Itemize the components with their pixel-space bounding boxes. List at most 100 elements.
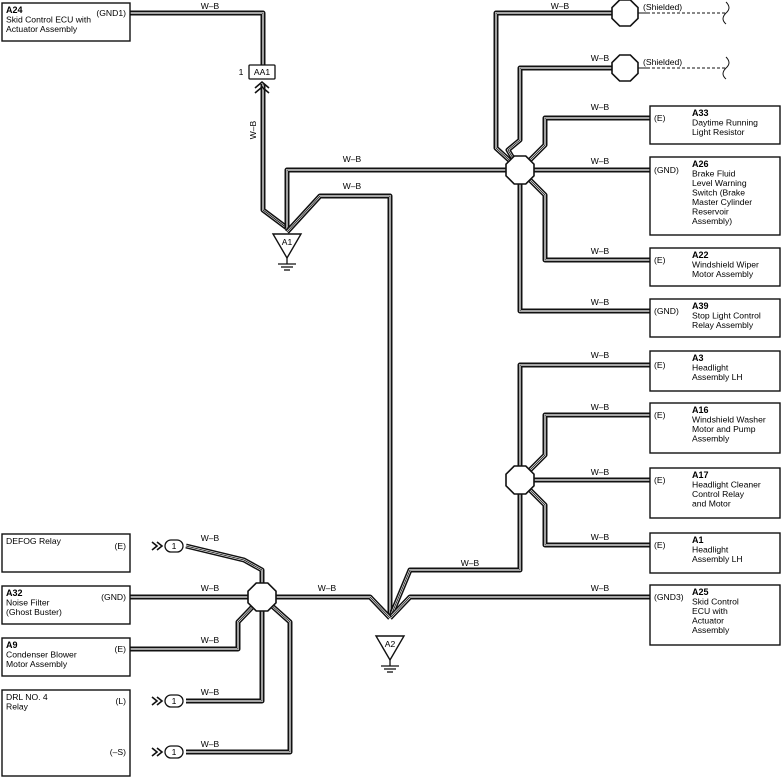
shield-junction [611, 0, 639, 27]
component-name: and Motor [692, 499, 731, 509]
component-name: Motor and Pump [692, 424, 756, 434]
wire-j1-shield-mid [505, 65, 612, 172]
component-name: Motor Assembly [6, 659, 68, 669]
component-code: A22 [692, 250, 709, 260]
component-name: Light Resistor [692, 127, 745, 137]
component-name: Reservoir [692, 207, 729, 217]
component-name: Level Warning [692, 178, 747, 188]
junction-connector-3 [247, 582, 277, 612]
component-code: A16 [692, 405, 709, 415]
wire-color-label: W–B [591, 246, 610, 256]
component-box [1, 2, 131, 42]
wire-color-label: W–B [591, 53, 610, 63]
component-code: A9 [6, 640, 18, 650]
component-name: Assembly) [692, 216, 732, 226]
component-code: A24 [6, 5, 23, 15]
shielded-label: (Shielded) [643, 2, 682, 12]
pin-label: (E) [654, 540, 666, 550]
wire-color-label: W–B [201, 635, 220, 645]
component-name: Daytime Running [692, 118, 758, 128]
wire-color-label: W–B [591, 402, 610, 412]
pin-label: (E) [654, 113, 666, 123]
wire-j2-a3 [517, 362, 650, 480]
wire-a24-aa1 [130, 10, 266, 68]
component-name: (Ghost Buster) [6, 607, 62, 617]
wire-color-label: W–B [201, 583, 220, 593]
inline-connector-defog: 1 [151, 539, 184, 553]
pin-label: (E) [654, 255, 666, 265]
component-name: Skid Control ECU with [6, 15, 91, 25]
component-name: DEFOG Relay [6, 536, 62, 546]
pin-label: (GND) [654, 306, 679, 316]
inline-connector-drl-s: 1 [151, 745, 184, 759]
component-box [1, 533, 131, 573]
wire-drl-l-j3 [186, 597, 265, 704]
component-name: Control Relay [692, 489, 745, 499]
component-name: Noise Filter [6, 598, 50, 608]
ground-a1: A1 [271, 233, 303, 271]
component-box [649, 467, 781, 519]
connector-pin-label: 1 [172, 696, 177, 706]
component-box [649, 584, 781, 646]
pin-label: (E) [115, 541, 127, 551]
wire-j1-shield-top [493, 10, 612, 172]
wire-drl-s-j3 [186, 595, 293, 755]
pin-label: (E) [115, 644, 127, 654]
wire-color-label: W–B [343, 181, 362, 191]
wire-color-label: W–B [591, 297, 610, 307]
component-name: Headlight Cleaner [692, 480, 761, 490]
wire-color-label: W–B [591, 583, 610, 593]
component-name: Relay Assembly [692, 320, 754, 330]
component-name: Actuator [692, 616, 724, 626]
junction-connector-1 [505, 155, 535, 185]
wire-color-label: W–B [318, 583, 337, 593]
wire-color-label: W–B [591, 102, 610, 112]
inline-connector-drl-l: 1 [151, 694, 184, 708]
wire-a25-ground-a2 [388, 594, 650, 620]
component-name: Master Cylinder [692, 197, 752, 207]
shielded-label: (Shielded) [643, 57, 682, 67]
component-code: A33 [692, 108, 709, 118]
wire-j3-ground-a2 [262, 594, 392, 620]
component-box [649, 298, 781, 338]
pin-label: (E) [654, 360, 666, 370]
component-name: Motor Assembly [692, 269, 754, 279]
component-code: A32 [6, 588, 23, 598]
component-box [649, 532, 781, 574]
component-code: A25 [692, 587, 709, 597]
pin-label: (–S) [110, 747, 126, 757]
component-name: Assembly LH [692, 554, 743, 564]
component-name: Windshield Wiper [692, 260, 759, 270]
component-name: Windshield Washer [692, 415, 766, 425]
wire-j1-a22 [518, 168, 650, 263]
wire-j1-a39 [517, 170, 650, 314]
component-name: Brake Fluid [692, 169, 736, 179]
pin-label: (L) [115, 696, 126, 706]
wire-color-label: W–B [461, 558, 480, 568]
wires [130, 10, 650, 755]
component-code: A1 [692, 535, 704, 545]
wire-aa1-ground-a1 [260, 84, 289, 230]
component-name: Condenser Blower [6, 650, 77, 660]
wire-color-label: W–B [591, 350, 610, 360]
component-box [649, 350, 781, 392]
wire-a9-j3 [130, 595, 264, 652]
component-name: Relay [6, 702, 29, 712]
pin-label: (GND) [654, 165, 679, 175]
wire-color-label: W–B [591, 467, 610, 477]
wire-a1-ground-a2 [285, 193, 393, 618]
component-box [1, 689, 131, 777]
component-code: A26 [692, 159, 709, 169]
